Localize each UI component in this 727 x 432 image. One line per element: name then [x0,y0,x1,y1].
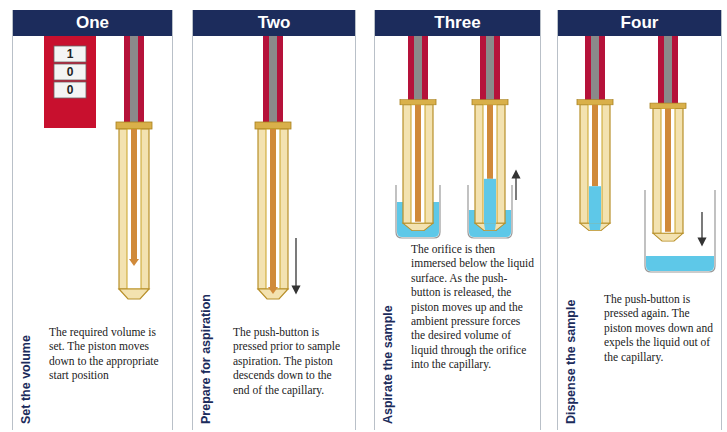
step-title: Aspirate the sample [381,305,396,424]
counter-digit: 0 [54,64,86,80]
step-header: Three [375,10,540,36]
step-header: Two [193,10,355,36]
step-header: Four [558,10,721,36]
step-header: One [13,10,172,36]
step-description: The push-button is pressed prior to samp… [233,325,347,397]
step-panel: ThreeAspirate the sample The orifice is t… [374,10,541,430]
step-description: The required volume is set. The piston m… [49,325,163,383]
counter-digit: 1 [54,46,86,62]
counter-digit: 0 [54,82,86,98]
volume-counter [44,36,96,128]
step-panel: FourDispense the sample The push-button i… [557,10,722,430]
step-title: Prepare for aspiration [199,294,214,424]
step-description: The push-button is pressed again. The pi… [604,292,718,364]
step-panel: TwoPrepare for aspiration The push-button… [192,10,356,430]
step-panel: OneSet the volume The required volume is … [12,10,173,430]
step-description: The orifice is then immersed below the l… [411,242,535,371]
step-title: Set the volume [19,335,34,424]
step-title: Dispense the sample [564,300,579,424]
